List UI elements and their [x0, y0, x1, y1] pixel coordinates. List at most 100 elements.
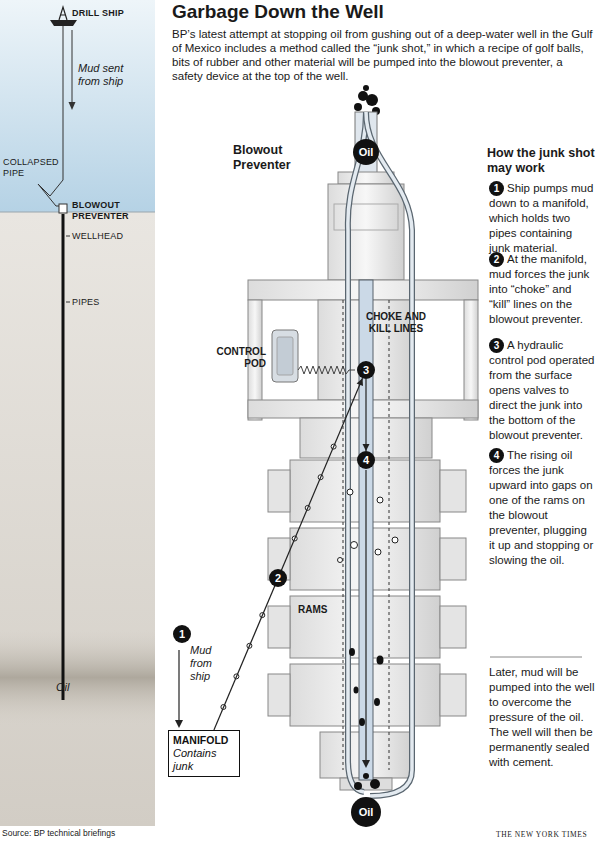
part-label: CONTROL POD	[206, 346, 266, 370]
node-text: 1	[179, 629, 185, 640]
well-pipes	[62, 214, 65, 700]
oil-reservoir	[0, 630, 155, 725]
node-text: 3	[363, 365, 369, 376]
part-label: PIPES	[72, 297, 132, 308]
arrow-head	[69, 102, 76, 110]
flow-note: Mud from ship	[190, 644, 230, 683]
title-text: Garbage Down the Well	[172, 1, 384, 23]
flow-arrow	[365, 470, 366, 762]
intro-text: BP’s latest attempt at stopping oil from…	[172, 27, 594, 83]
oil-bubble	[370, 779, 380, 789]
connector-line	[365, 379, 366, 451]
junk-particle	[347, 489, 353, 495]
node-text: 4	[363, 455, 369, 466]
oil-circle: Oil	[351, 797, 381, 827]
step-text: At the manifold, mud forces the junk int…	[489, 252, 595, 327]
note-text: Later, mud will be pumped into the well …	[489, 665, 595, 770]
node-text: 2	[275, 573, 281, 584]
ram-bonnet	[268, 606, 290, 648]
connector-line	[214, 378, 363, 730]
junk-particle	[305, 505, 310, 510]
junk-particle	[260, 613, 265, 618]
node-text: Contains junk	[173, 747, 235, 773]
control-pod	[272, 330, 298, 382]
part-label: COLLAPSED PIPE	[3, 157, 65, 179]
ram-bonnet	[440, 606, 466, 648]
ram-bonnet	[440, 538, 466, 580]
seabed-ground	[0, 212, 155, 826]
junk-particle	[351, 542, 358, 549]
step-number: 2	[489, 252, 504, 267]
part-label: WELLHEAD	[72, 231, 142, 242]
oil-bubble	[366, 94, 378, 106]
section-heading: Blowout Preventer	[233, 143, 313, 173]
junk-particle	[221, 705, 226, 710]
callout-number: 2	[269, 569, 287, 587]
source-credit: Source: BP technical briefings	[2, 828, 202, 838]
step-number: 3	[489, 338, 504, 353]
node-text: Oil	[359, 807, 374, 818]
junk-particle	[234, 674, 239, 679]
control-pod-detail	[277, 337, 293, 375]
junk-particle	[349, 648, 355, 656]
junk-particle	[377, 497, 383, 503]
arrow-head	[363, 444, 370, 451]
arrow-head	[175, 720, 183, 728]
junk-particle	[392, 537, 398, 543]
oil-bubble	[354, 103, 362, 111]
node-text: 4	[494, 450, 500, 461]
junk-particle	[375, 549, 381, 555]
collapsed-pipe	[38, 180, 63, 206]
ship-derrick	[59, 7, 67, 20]
ram-bonnet	[268, 674, 290, 716]
junk-particle	[338, 558, 343, 563]
riser-pipe	[63, 26, 64, 180]
callout-number: 3	[357, 361, 375, 379]
oil-bubble	[363, 85, 369, 91]
junk-particle	[374, 698, 380, 706]
junk-particle	[247, 643, 252, 648]
node-text: 1	[494, 183, 500, 194]
node-text: 2	[494, 254, 500, 265]
arrow-head	[357, 378, 363, 386]
manifold-box: MANIFOLDContains junk	[168, 730, 240, 777]
oil-circle: Oil	[353, 139, 379, 165]
upper-body-detail	[334, 204, 398, 230]
leader-line	[66, 302, 70, 303]
dashed-line	[389, 300, 390, 770]
part-label: BLOWOUT PREVENTER	[72, 200, 152, 222]
node-text: Oil	[359, 147, 374, 158]
separator-rule	[490, 657, 582, 658]
mud-arrow	[72, 30, 73, 104]
step-number: 1	[489, 181, 504, 196]
flow-note: Mud sent from ship	[78, 62, 128, 88]
callout-number: 4	[357, 451, 375, 469]
oil-label: Oil	[56, 681, 86, 694]
center-bore	[359, 280, 373, 780]
steps-heading: How the junk shot may work	[487, 146, 597, 176]
junk-particle	[292, 536, 297, 541]
step-text: A hydraulic control pod operated from th…	[489, 338, 595, 443]
step-text: Ship pumps mud down to a manifold, which…	[489, 181, 595, 256]
step-number: 4	[489, 448, 504, 463]
bop-icon	[59, 204, 67, 213]
step-text: The rising oil forces the junk upward in…	[489, 448, 595, 568]
connector-arrow	[363, 379, 370, 451]
oil-bubble	[354, 782, 362, 790]
mud-arrow	[178, 650, 179, 722]
ram-bonnet	[440, 674, 466, 716]
junk-particle	[331, 444, 336, 449]
connector-arrow	[214, 378, 363, 730]
ship-hull	[50, 20, 77, 26]
part-label: RAMS	[298, 604, 338, 616]
ram-bonnet	[268, 470, 290, 512]
leader-line	[66, 236, 70, 237]
junk-particle	[359, 718, 365, 726]
part-label: CHOKE AND KILL LINES	[354, 311, 438, 335]
callout-number: 1	[173, 625, 191, 643]
node-text: 3	[494, 340, 500, 351]
hydraulic-spring	[298, 366, 355, 374]
sea-water	[0, 0, 155, 212]
